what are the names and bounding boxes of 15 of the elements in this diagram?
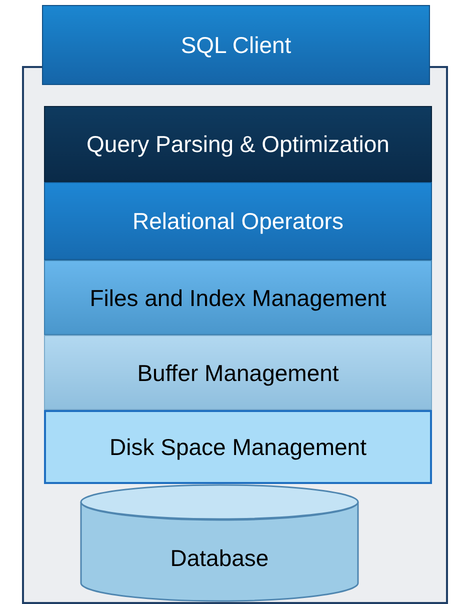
top-box	[42, 5, 430, 85]
layer-box	[44, 260, 432, 335]
database-cylinder	[80, 484, 359, 602]
layer-box	[44, 106, 432, 182]
layer-label: Buffer Management	[136, 358, 340, 388]
layer-label: Query Parsing & Optimization	[86, 130, 390, 159]
layer-box	[44, 182, 432, 260]
layer-label: Disk Space Management	[108, 433, 368, 462]
container-box	[22, 66, 448, 604]
layer-label: Files and Index Management	[88, 284, 388, 312]
layer-label: Relational Operators	[132, 207, 344, 236]
layer-box	[44, 410, 432, 484]
layer-label: Database	[169, 544, 270, 573]
layer-label: SQL Client	[180, 31, 292, 60]
layer-box	[44, 335, 432, 410]
